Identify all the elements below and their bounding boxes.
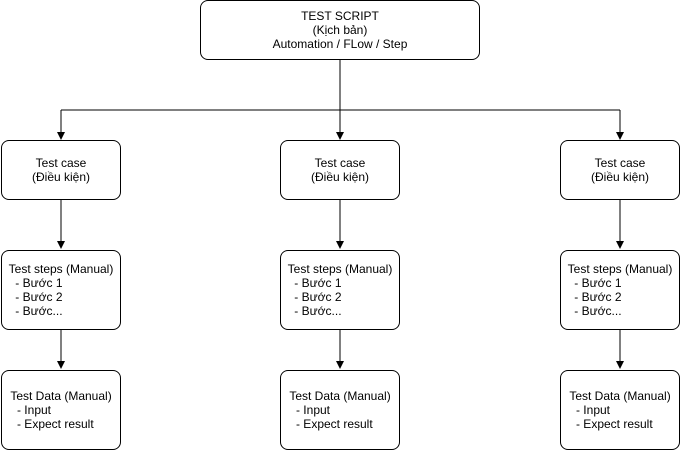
test-case-title: Test case — [594, 156, 646, 170]
test-steps-node: Test steps (Manual) - Bước 1 - Bước 2 - … — [560, 250, 680, 330]
test-steps-title: Test steps (Manual) — [567, 262, 673, 276]
test-script-node: TEST SCRIPT (Kịch bản) Automation / FLow… — [200, 0, 480, 60]
test-data-node: Test Data (Manual) - Input - Expect resu… — [560, 370, 680, 450]
test-script-subtitle: (Kịch bản) — [312, 23, 368, 37]
test-data-item: - Input — [289, 403, 330, 417]
test-data-item: - Input — [10, 403, 51, 417]
test-steps-item: - Bước 2 — [567, 290, 622, 304]
test-case-node: Test case (Điều kiện) — [1, 140, 121, 200]
test-data-item: - Expect result — [569, 417, 653, 431]
test-data-title: Test Data (Manual) — [10, 389, 112, 403]
test-data-item: - Expect result — [10, 417, 94, 431]
test-steps-item: - Bước... — [287, 304, 342, 318]
test-steps-item: - Bước 1 — [287, 276, 342, 290]
test-case-node: Test case (Điều kiện) — [560, 140, 680, 200]
test-steps-item: - Bước 2 — [287, 290, 342, 304]
test-steps-item: - Bước 1 — [8, 276, 63, 290]
test-case-title: Test case — [35, 156, 87, 170]
test-data-title: Test Data (Manual) — [569, 389, 671, 403]
test-steps-item: - Bước 2 — [8, 290, 63, 304]
test-data-item: - Input — [569, 403, 610, 417]
test-data-title: Test Data (Manual) — [289, 389, 391, 403]
test-steps-item: - Bước 1 — [567, 276, 622, 290]
test-steps-title: Test steps (Manual) — [287, 262, 393, 276]
test-data-node: Test Data (Manual) - Input - Expect resu… — [1, 370, 121, 450]
test-case-node: Test case (Điều kiện) — [280, 140, 400, 200]
test-data-node: Test Data (Manual) - Input - Expect resu… — [280, 370, 400, 450]
test-script-types: Automation / FLow / Step — [272, 37, 408, 51]
test-case-subtitle: (Điều kiện) — [590, 170, 650, 184]
test-case-title: Test case — [314, 156, 366, 170]
test-steps-node: Test steps (Manual) - Bước 1 - Bước 2 - … — [280, 250, 400, 330]
test-data-item: - Expect result — [289, 417, 373, 431]
test-case-subtitle: (Điều kiện) — [310, 170, 370, 184]
test-steps-title: Test steps (Manual) — [8, 262, 114, 276]
test-case-subtitle: (Điều kiện) — [31, 170, 91, 184]
test-script-title: TEST SCRIPT — [301, 9, 379, 23]
test-steps-item: - Bước... — [567, 304, 622, 318]
test-steps-node: Test steps (Manual) - Bước 1 - Bước 2 - … — [1, 250, 121, 330]
test-steps-item: - Bước... — [8, 304, 63, 318]
